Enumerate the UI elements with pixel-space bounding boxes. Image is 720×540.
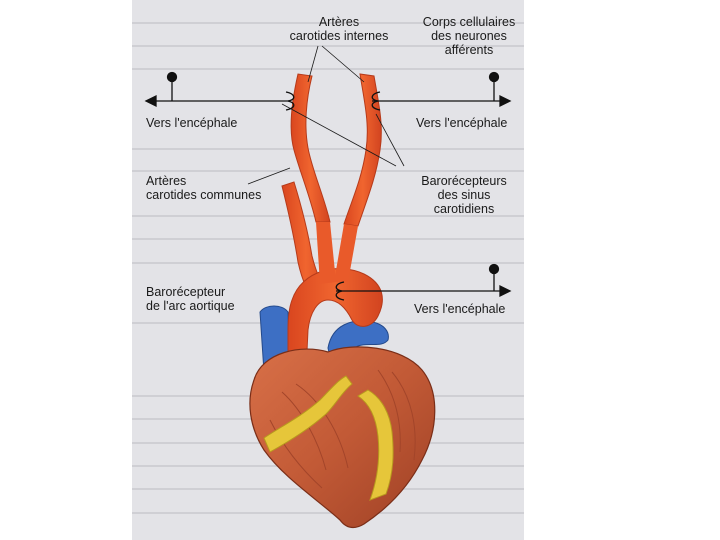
label-corps-cellulaires: Corps cellulaires des neurones afférents: [414, 15, 524, 57]
nerve-axon-top-right: [372, 73, 510, 111]
nerve-axon-top-left: [146, 73, 294, 111]
label-vers-encephale-left: Vers l'encéphale: [146, 116, 237, 130]
label-vers-encephale-bottom: Vers l'encéphale: [414, 302, 505, 316]
anatomy-drawing: [132, 0, 524, 540]
label-arteres-carotides-communes: Artères carotides communes: [146, 174, 261, 202]
label-arteres-carotides-internes: Artères carotides internes: [278, 15, 400, 43]
label-barorecepteurs-sinus: Barorécepteurs des sinus carotidiens: [408, 174, 520, 216]
label-barorecepteur-arc-aortique: Barorécepteur de l'arc aortique: [146, 285, 235, 313]
diagram-figure: Artères carotides internes Corps cellula…: [132, 0, 524, 540]
label-vers-encephale-right: Vers l'encéphale: [416, 116, 507, 130]
